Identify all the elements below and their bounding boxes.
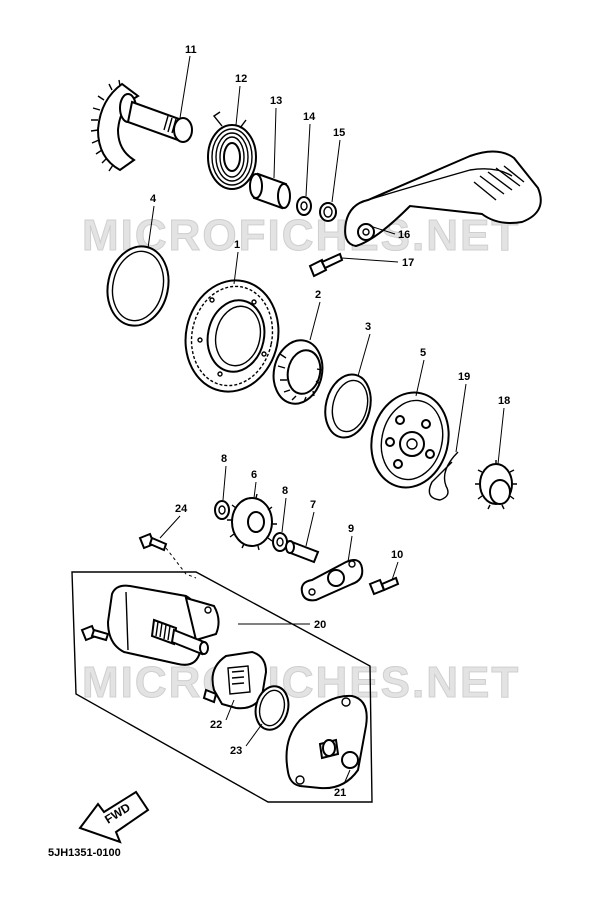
- part-plate[interactable]: [300, 559, 364, 602]
- part-one-way-clutch[interactable]: [362, 384, 459, 496]
- part-brush-holder[interactable]: [202, 650, 268, 710]
- callout-14: 14: [303, 111, 316, 123]
- callout-12: 12: [235, 73, 247, 85]
- callout-10: 10: [391, 549, 403, 561]
- diagram-code: 5JH1351-0100: [48, 847, 121, 859]
- part-collar[interactable]: [249, 172, 291, 210]
- part-end-cover[interactable]: [285, 694, 368, 790]
- part-bolt-24[interactable]: [138, 532, 168, 552]
- part-o-ring[interactable]: [100, 241, 175, 332]
- callout-21: 21: [334, 787, 346, 799]
- callout-15: 15: [333, 127, 345, 139]
- part-race-ring[interactable]: [319, 370, 377, 443]
- part-washer-8a[interactable]: [214, 500, 230, 520]
- part-circlip-15[interactable]: [319, 202, 337, 222]
- callout-9: 9: [348, 523, 354, 535]
- part-starter-wheel-gear[interactable]: [175, 272, 288, 401]
- callout-11: 11: [185, 44, 197, 56]
- callout-8-lower: 8: [282, 485, 288, 497]
- callout-8-upper: 8: [221, 453, 227, 465]
- part-o-ring-23[interactable]: [251, 683, 293, 733]
- callout-5: 5: [420, 347, 426, 359]
- callout-17: 17: [402, 257, 414, 269]
- callout-19: 19: [458, 371, 470, 383]
- part-spring-clip[interactable]: [428, 451, 459, 501]
- callout-3: 3: [365, 321, 371, 333]
- callout-13: 13: [270, 95, 282, 107]
- watermark-bottom: MICROFICHES.NET: [82, 658, 520, 707]
- part-torsion-spring[interactable]: [207, 111, 257, 190]
- part-kick-shaft[interactable]: [90, 79, 193, 172]
- part-idler-gear[interactable]: [227, 493, 277, 551]
- callout-24: 24: [175, 503, 188, 515]
- part-drive-gear[interactable]: [475, 460, 517, 510]
- callout-18: 18: [498, 395, 510, 407]
- forward-direction-arrow: FWD: [78, 790, 150, 844]
- part-bearing[interactable]: [268, 336, 328, 409]
- starter-motor-assembly-box: [71, 571, 373, 803]
- callout-16: 16: [398, 229, 410, 241]
- callout-2: 2: [315, 289, 321, 301]
- part-bolt-motor[interactable]: [80, 624, 110, 642]
- part-washer-14[interactable]: [296, 196, 312, 216]
- part-starter-motor[interactable]: [106, 584, 220, 666]
- callout-1: 1: [234, 239, 240, 251]
- callout-7: 7: [310, 499, 316, 511]
- part-screw-10[interactable]: [368, 576, 400, 596]
- callout-4: 4: [150, 193, 157, 205]
- callout-22: 22: [210, 719, 222, 731]
- part-kick-crank[interactable]: [344, 150, 542, 248]
- callout-6: 6: [251, 469, 257, 481]
- part-shaft-pin[interactable]: [285, 540, 320, 564]
- part-washer-8b[interactable]: [272, 532, 288, 552]
- part-bolt-17[interactable]: [308, 252, 344, 278]
- callout-23: 23: [230, 745, 242, 757]
- callout-20: 20: [314, 619, 326, 631]
